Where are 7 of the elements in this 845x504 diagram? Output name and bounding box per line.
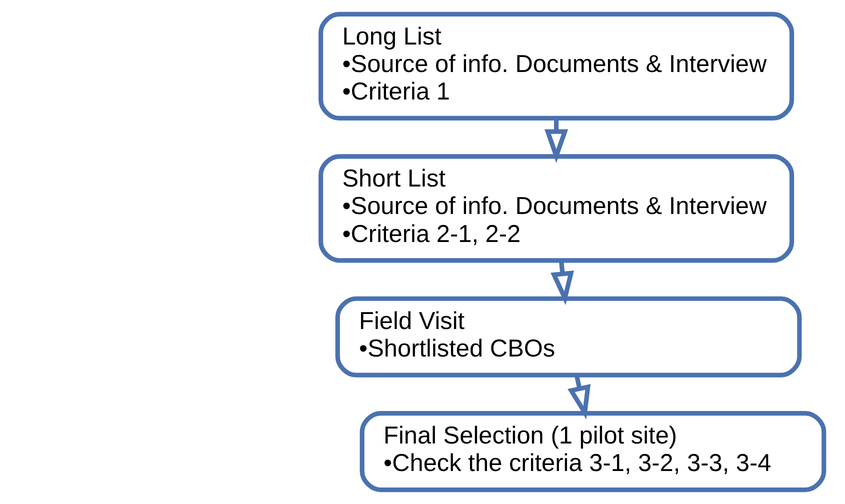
node-box: Final Selection (1 pilot site) •Check the criteria 3-1, 3-2, 3-3, 3-4 — [360, 411, 826, 492]
node-box: Long List •Source of info. Documents & Interview •Criteria 1 — [318, 12, 794, 120]
node-box: Field Visit •Shortlisted CBOs — [335, 296, 802, 378]
arrow — [550, 260, 574, 306]
arrow — [544, 118, 568, 163]
arrow — [568, 375, 591, 420]
node-box: Short List •Source of info. Documents & Interview •Criteria 2-1, 2-2 — [318, 154, 794, 263]
